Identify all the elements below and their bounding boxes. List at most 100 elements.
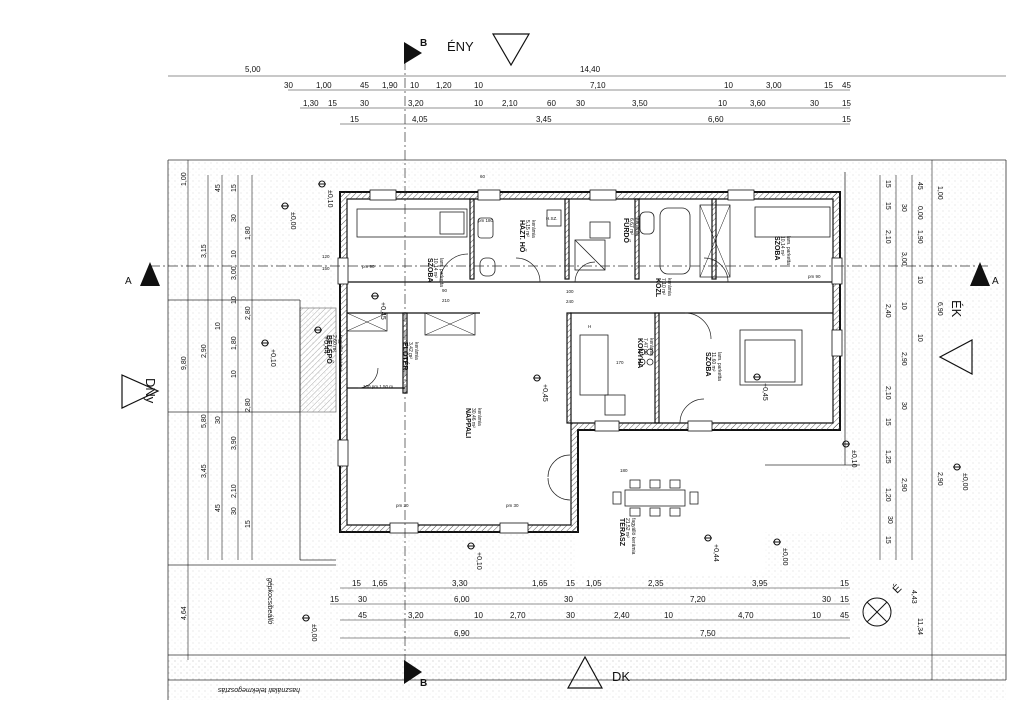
svg-text:10: 10 — [410, 81, 419, 90]
svg-text:SZOBA: SZOBA — [773, 236, 780, 261]
svg-text:2,10: 2,10 — [502, 99, 518, 108]
svg-text:3,60: 3,60 — [750, 99, 766, 108]
svg-text:30: 30 — [231, 507, 238, 515]
site-notes: gépkocsibeálló használati telekmegosztás… — [217, 384, 393, 693]
svg-text:7,20: 7,20 — [690, 595, 706, 604]
svg-text:15: 15 — [330, 595, 339, 604]
svg-text:7,50: 7,50 — [700, 629, 716, 638]
svg-text:BELÉPŐ: BELÉPŐ — [325, 335, 334, 364]
section-lines — [150, 60, 990, 680]
site-boundary — [167, 159, 1007, 700]
svg-text:1,65: 1,65 — [532, 579, 548, 588]
svg-text:15: 15 — [245, 520, 252, 528]
svg-text:kerámia: kerámia — [666, 278, 672, 296]
room-entrance: BELÉPŐ 2,60 m² fagyálló kerámia — [325, 335, 343, 372]
svg-text:15: 15 — [566, 579, 575, 588]
svg-text:±0,00: ±0,00 — [289, 212, 296, 230]
left-dimensions — [187, 160, 253, 660]
svg-text:45: 45 — [215, 184, 222, 192]
svg-text:7,10 m²: 7,10 m² — [660, 278, 666, 295]
grass-label: használati telekmegosztás — [217, 686, 300, 693]
room-utility: HÁZT. HŐ 5,15 m² kerámia — [518, 220, 536, 253]
level-marker: +0,44 — [704, 534, 719, 562]
svg-text:pm 180: pm 180 — [478, 218, 494, 223]
svg-text:+0,44: +0,44 — [712, 544, 719, 562]
svg-text:3,00: 3,00 — [231, 266, 238, 280]
level-marker: +0,45 — [371, 292, 386, 320]
svg-text:6,67 m²: 6,67 m² — [628, 218, 634, 235]
svg-text:3,42 m²: 3,42 m² — [407, 342, 413, 359]
svg-text:3,45: 3,45 — [536, 115, 552, 124]
svg-text:15: 15 — [884, 202, 891, 210]
svg-text:HÁZT. HŐ: HÁZT. HŐ — [518, 220, 527, 253]
fixtures — [356, 206, 831, 517]
level-marker: +0,44 — [314, 326, 329, 354]
svg-text:1,20: 1,20 — [884, 488, 891, 502]
svg-text:90: 90 — [442, 288, 448, 293]
svg-text:240: 240 — [566, 299, 574, 304]
svg-text:6,60: 6,60 — [708, 115, 724, 124]
svg-text:30,46 m²: 30,46 m² — [470, 408, 476, 428]
svg-text:1,00: 1,00 — [181, 172, 188, 186]
svg-text:60: 60 — [547, 99, 556, 108]
room-bathroom: FÜRDŐ 6,67 m² kerámia — [622, 218, 640, 243]
svg-text:kerámia: kerámia — [634, 218, 640, 236]
windows — [299, 189, 843, 534]
opening-labels: 120 150 pm 90 90 210 100 240 pm 180 pm 3… — [322, 174, 821, 508]
svg-text:10: 10 — [900, 302, 907, 310]
svg-text:30: 30 — [886, 516, 893, 524]
driveway-label: gépkocsibeálló — [266, 578, 273, 624]
svg-text:B: B — [420, 38, 427, 49]
svg-text:NAPPALI: NAPPALI — [464, 408, 471, 438]
right-dim-labels: 1,00 6,90 2,90 4,43 11,34 15 45 30 10 2,… — [884, 180, 943, 635]
svg-text:210: 210 — [442, 298, 450, 303]
svg-text:100: 100 — [566, 289, 574, 294]
bottom-dim-labels: 15 1,65 3,30 1,65 15 1,05 2,35 3,95 15 1… — [330, 579, 849, 638]
svg-text:170: 170 — [616, 360, 624, 365]
svg-text:±0,00: ±0,00 — [781, 548, 788, 566]
svg-text:10: 10 — [215, 322, 222, 330]
svg-text:120: 120 — [322, 254, 330, 259]
svg-text:10: 10 — [916, 334, 923, 342]
svg-text:150: 150 — [322, 266, 330, 271]
svg-text:3,00: 3,00 — [900, 252, 907, 266]
svg-text:2,90: 2,90 — [201, 344, 208, 358]
svg-text:5,15 m²: 5,15 m² — [524, 220, 530, 237]
bottom-dimensions — [330, 587, 850, 639]
svg-text:30: 30 — [231, 214, 238, 222]
svg-text:4,43: 4,43 — [910, 590, 917, 604]
svg-text:4,64: 4,64 — [181, 606, 188, 620]
section-markers: B B A A — [125, 38, 999, 689]
svg-text:KONYHA: KONYHA — [636, 338, 643, 368]
svg-text:15: 15 — [884, 418, 891, 426]
svg-text:pm 30: pm 30 — [506, 503, 519, 508]
svg-text:3,20: 3,20 — [408, 99, 424, 108]
svg-text:2,60 m²: 2,60 m² — [331, 335, 337, 352]
svg-text:45: 45 — [840, 611, 849, 620]
room-living: NAPPALI 30,46 m² kerámia — [464, 408, 482, 438]
svg-text:1,00: 1,00 — [936, 186, 943, 200]
svg-text:4,70: 4,70 — [738, 611, 754, 620]
svg-text:FÜRDŐ: FÜRDŐ — [622, 218, 631, 243]
room-bedroom-1: SZOBA 10,14 m² lam. parketta — [426, 258, 444, 287]
left-dim-labels: 1,00 3,15 9,80 3,45 4,64 45 10 2,90 5,80… — [181, 172, 252, 620]
svg-text:11,60 m²: 11,60 m² — [710, 352, 716, 372]
svg-text:30: 30 — [215, 416, 222, 424]
svg-text:±0,10: ±0,10 — [326, 190, 333, 208]
svg-text:SZOBA: SZOBA — [426, 258, 433, 283]
svg-text:3,95: 3,95 — [752, 579, 768, 588]
svg-text:10,14 m²: 10,14 m² — [432, 258, 438, 278]
svg-text:2,40: 2,40 — [884, 304, 891, 318]
room-corridor: KÖZL 7,10 m² kerámia — [654, 278, 672, 298]
svg-text:A: A — [992, 276, 999, 287]
room-bedroom-2: SZOBA 10,14 m² lam. parketta — [773, 236, 791, 265]
svg-text:B: B — [420, 678, 427, 689]
svg-text:1,05: 1,05 — [586, 579, 602, 588]
svg-text:10: 10 — [474, 99, 483, 108]
svg-text:H: H — [588, 324, 591, 329]
svg-text:7,47 m²: 7,47 m² — [642, 338, 648, 355]
svg-text:1,90: 1,90 — [382, 81, 398, 90]
svg-text:10: 10 — [664, 611, 673, 620]
level-marker: +0,45 — [533, 374, 548, 402]
svg-text:15: 15 — [840, 579, 849, 588]
